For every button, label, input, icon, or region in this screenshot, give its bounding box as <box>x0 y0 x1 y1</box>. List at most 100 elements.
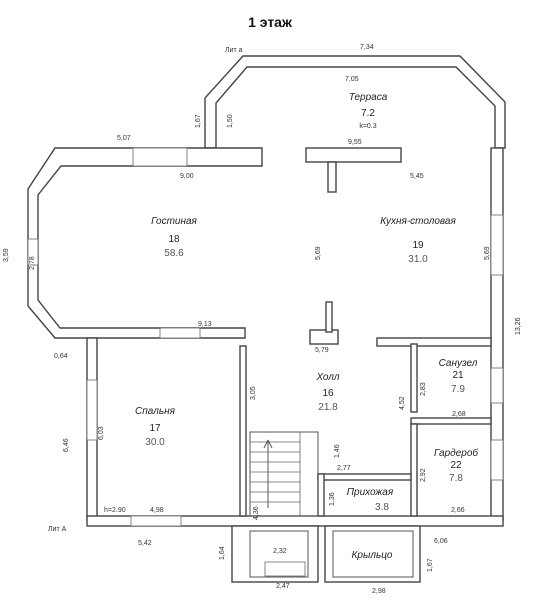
room-area: 7.8 <box>449 473 463 484</box>
room-kitchen: Кухня-столовая 19 31.0 <box>380 216 456 265</box>
window <box>490 367 504 404</box>
dim-label: 5,45 <box>410 173 424 180</box>
ceiling-height: h=2.90 <box>104 507 126 514</box>
dim-label: 2,47 <box>276 583 290 590</box>
dim-label: 0,64 <box>54 353 68 360</box>
hall-right-stub <box>376 337 492 347</box>
bath-wardrobe-wall <box>410 417 492 425</box>
wardrobe-left-wall <box>410 423 418 517</box>
living-bay-wall <box>27 147 263 339</box>
room-number: 18 <box>168 234 180 245</box>
porch-wall <box>324 525 421 583</box>
lit-label-A: Лит А <box>48 526 67 533</box>
room-name: Кухня-столовая <box>380 216 456 227</box>
dim-label: 6,03 <box>98 426 105 440</box>
room-name: Гардероб <box>434 447 478 459</box>
dim-label: 1,67 <box>427 558 434 572</box>
room-wardrobe: Гардероб 22 7.8 <box>434 447 478 484</box>
room-terrace: Терраса 7.2 k=0.3 <box>349 92 388 130</box>
dim-label: 5,07 <box>117 135 131 142</box>
room-area: 3.8 <box>375 502 389 513</box>
dim-label: 2,77 <box>337 465 351 472</box>
vestibule-left-wall <box>317 473 325 517</box>
room-number: 21 <box>452 370 464 381</box>
stair-arrow <box>263 439 273 508</box>
room-bathroom: Санузел 21 7.9 <box>439 358 478 395</box>
dim-label: 5,42 <box>138 540 152 547</box>
dimensions: 7,34 7,05 1,67 1,50 5,07 9,55 9,00 5,45 … <box>3 44 522 595</box>
window <box>159 327 201 339</box>
dim-label: 4,36 <box>253 506 260 520</box>
stair-steps <box>250 432 301 516</box>
lit-label-a: Лит а <box>225 47 243 54</box>
bathroom-left-wall <box>410 343 418 413</box>
kitchen-top-wall <box>305 147 402 163</box>
window <box>27 238 39 266</box>
window <box>86 379 98 441</box>
dim-label: 7,05 <box>345 76 359 83</box>
room-number: 19 <box>412 240 424 251</box>
room-area: 30.0 <box>145 437 165 448</box>
room-name: Санузел <box>439 358 478 369</box>
dim-label: 9,13 <box>198 321 212 328</box>
dim-label: 5,79 <box>315 347 329 354</box>
room-living: Гостиная 18 58.6 <box>151 216 197 259</box>
room-porch: Крыльцо <box>352 550 393 561</box>
kitchen-stub <box>327 161 337 193</box>
room-vestibule: Прихожая 3.8 <box>347 487 394 513</box>
hall-column <box>325 301 333 333</box>
dim-label: 7,34 <box>360 44 374 51</box>
dim-label: 4,52 <box>399 396 406 410</box>
room-area: 58.6 <box>164 248 184 259</box>
dim-label: 13,26 <box>515 317 522 335</box>
bedroom-right-wall <box>239 345 247 517</box>
dim-label: 2,92 <box>420 468 427 482</box>
dim-label: 1,67 <box>195 114 202 128</box>
dim-label: 3,59 <box>3 248 10 262</box>
room-number: 16 <box>322 388 334 399</box>
dim-label: 5,69 <box>484 246 491 260</box>
dim-label: 3,05 <box>250 386 257 400</box>
dim-label: 1,46 <box>334 444 341 458</box>
room-number: 7.2 <box>361 108 375 119</box>
landing-inner <box>249 530 309 578</box>
landing-steps <box>264 561 306 577</box>
dim-label: 4,98 <box>150 507 164 514</box>
room-area: 21.8 <box>318 402 338 413</box>
dim-label: 2,83 <box>420 382 427 396</box>
dim-label: 1,50 <box>227 114 234 128</box>
room-hall: Холл 16 21.8 <box>315 372 339 413</box>
room-number: 17 <box>149 423 161 434</box>
hall-top-wall <box>309 329 339 345</box>
room-name: Терраса <box>349 92 388 103</box>
vestibule-top-wall <box>317 473 412 481</box>
room-name: Гостиная <box>151 216 197 227</box>
room-name: Холл <box>315 372 339 383</box>
dim-label: 5,69 <box>315 246 322 260</box>
room-name: Крыльцо <box>352 550 393 561</box>
dim-label: 1,36 <box>329 492 336 506</box>
window <box>490 214 504 276</box>
dim-label: 2,98 <box>372 588 386 595</box>
room-extra: k=0.3 <box>359 123 376 130</box>
room-number: 22 <box>450 460 462 471</box>
room-area: 31.0 <box>408 254 428 265</box>
room-name: Спальня <box>135 406 176 417</box>
dim-label: 6,06 <box>434 538 448 545</box>
window <box>490 439 504 481</box>
dim-label: 9,00 <box>180 173 194 180</box>
dim-label: 2,68 <box>452 411 466 418</box>
dim-label: 6,46 <box>63 438 70 452</box>
window <box>132 147 188 167</box>
staircase <box>249 431 319 517</box>
window <box>130 515 182 527</box>
dim-label: 9,55 <box>348 139 362 146</box>
dim-label: 2,66 <box>451 507 465 514</box>
dim-label: 1,64 <box>219 546 226 560</box>
room-area: 7.9 <box>451 384 465 395</box>
room-name: Прихожая <box>347 487 394 498</box>
room-bedroom: Спальня 17 30.0 <box>135 406 176 448</box>
floor-title: 1 этаж <box>248 14 293 30</box>
porch-inner <box>332 530 414 578</box>
